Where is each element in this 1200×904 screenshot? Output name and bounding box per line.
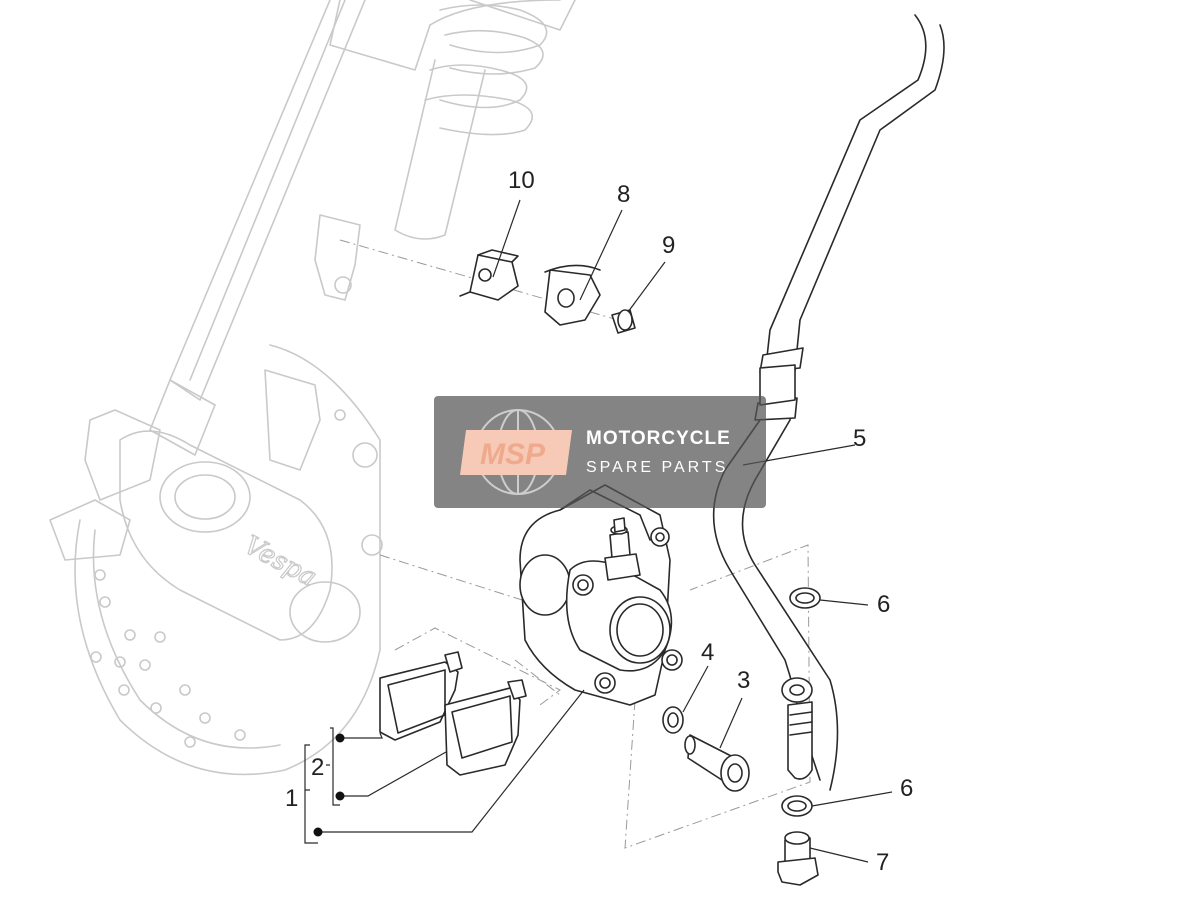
part-6-washer-upper[interactable] — [789, 587, 821, 609]
watermark-line2: SPARE PARTS — [586, 459, 728, 476]
callout-1[interactable]: 1 — [285, 785, 298, 812]
watermark-panel — [434, 396, 766, 508]
callout-6-lower[interactable]: 6 — [900, 775, 913, 802]
dot-pad-front — [335, 791, 345, 801]
callout-10[interactable]: 10 — [508, 167, 535, 194]
part-1-brake-caliper[interactable] — [519, 484, 683, 706]
callout-7[interactable]: 7 — [876, 849, 889, 876]
callout-4[interactable]: 4 — [701, 639, 714, 666]
watermark-line1: MOTORCYCLE — [586, 428, 731, 449]
part-6-washer-lower[interactable] — [781, 795, 813, 817]
callout-labels: 10 8 9 5 6 6 7 4 3 2 1 — [285, 167, 913, 876]
ghost-fork-assembly — [149, 0, 576, 456]
callout-9[interactable]: 9 — [662, 232, 675, 259]
callout-3[interactable]: 3 — [737, 667, 750, 694]
part-4-washer[interactable] — [662, 706, 684, 734]
callout-6-upper[interactable]: 6 — [877, 591, 890, 618]
part-3-screw[interactable] — [684, 734, 750, 792]
part-10-bracket[interactable] — [459, 249, 519, 301]
ghost-brand-mark: Vespa — [239, 530, 321, 593]
dot-caliper — [313, 827, 323, 837]
leader-lines — [304, 199, 893, 863]
dot-pad-rear — [335, 733, 345, 743]
logo-badge — [460, 430, 572, 475]
watermark-logo: MSP — [480, 438, 546, 471]
ghost-old-caliper: Vespa — [49, 369, 383, 643]
part-7-banjo-bolt[interactable] — [777, 831, 819, 886]
part-9-bolt[interactable] — [611, 309, 636, 334]
part-8-clip[interactable] — [544, 264, 601, 326]
part-2-brake-pad-rear[interactable] — [379, 651, 463, 741]
leader-dots — [313, 733, 345, 837]
ghost-brake-disc — [74, 344, 381, 776]
watermark: MSP MOTORCYCLE SPARE PARTS — [434, 396, 766, 508]
callout-5[interactable]: 5 — [853, 425, 866, 452]
callout-2[interactable]: 2 — [311, 754, 324, 781]
callout-8[interactable]: 8 — [617, 181, 630, 208]
part-2-brake-pad-front[interactable] — [444, 679, 527, 776]
